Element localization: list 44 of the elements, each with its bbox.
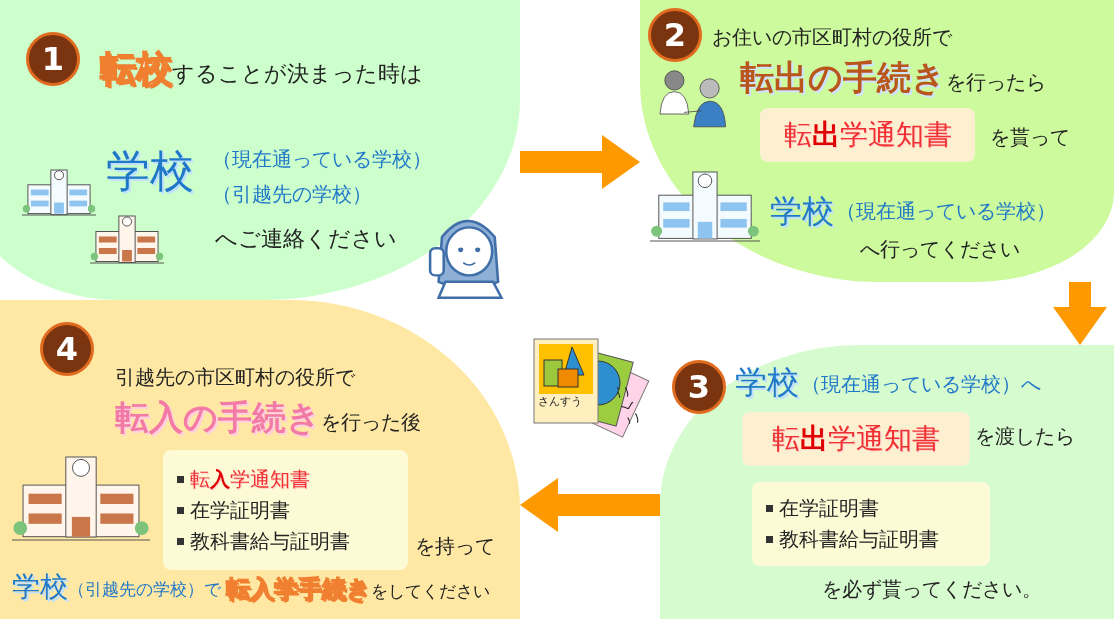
step-number-badge: 2 — [648, 8, 702, 62]
step-number-badge: 3 — [672, 360, 726, 414]
arrow — [520, 478, 660, 532]
instruction-text: を必ず貰ってください。 — [822, 578, 1042, 601]
document-name: 教科書給与証明書 — [190, 529, 350, 553]
document-name: 転出学通知書 — [771, 422, 941, 456]
step-panel — [0, 300, 520, 619]
instruction-text: 転入学手続きをしてください — [226, 576, 490, 604]
document-box — [760, 108, 975, 162]
step-panel — [0, 0, 520, 300]
instruction-text: を渡したら — [975, 425, 1075, 448]
document-name: 教科書給与証明書 — [779, 528, 939, 551]
document-name: 転出学通知書 — [782, 118, 953, 152]
document-list-box — [752, 482, 990, 566]
document-box — [742, 412, 970, 466]
school-note: （引越先の学校）で — [68, 580, 221, 600]
document-list-box — [163, 450, 408, 570]
school-note: （現在通っている学校） — [212, 148, 432, 171]
school-label: 学校 — [770, 193, 834, 230]
document-name: 在学証明書 — [190, 498, 290, 522]
instruction-text: お住いの市区町村の役所で — [712, 26, 952, 49]
book-title: こくご — [612, 383, 642, 429]
document-name: 転入学通知書 — [190, 467, 310, 491]
book-title: さんすう — [538, 396, 582, 409]
school-note: （引越先の学校） — [212, 183, 372, 206]
school-note: （現在通っている学校） — [836, 200, 1056, 223]
step-number-badge: 1 — [26, 32, 80, 86]
school-label: 学校 — [106, 146, 194, 197]
arrow — [520, 135, 640, 189]
school-label: 学校 — [735, 364, 799, 401]
instruction-text: を貰って — [990, 126, 1070, 149]
step-panel — [660, 345, 1114, 619]
instruction-text: を持って — [415, 535, 495, 558]
instruction-text: 転出の手続きを行ったら — [740, 58, 1046, 98]
instruction-text: へご連絡ください — [215, 226, 397, 252]
school-note: （現在通っている学校）へ — [801, 373, 1041, 396]
instruction-text: 引越先の市区町村の役所で — [115, 366, 355, 389]
arrow — [1053, 282, 1107, 345]
school-label: 学校 — [12, 571, 68, 604]
step-number-badge: 4 — [40, 322, 94, 376]
document-name: 在学証明書 — [779, 497, 879, 520]
instruction-text: へ行ってください — [860, 238, 1020, 261]
heading-text: 転校することが決まった時は — [100, 48, 423, 90]
instruction-text: 転入の手続きを行った後 — [115, 398, 421, 438]
